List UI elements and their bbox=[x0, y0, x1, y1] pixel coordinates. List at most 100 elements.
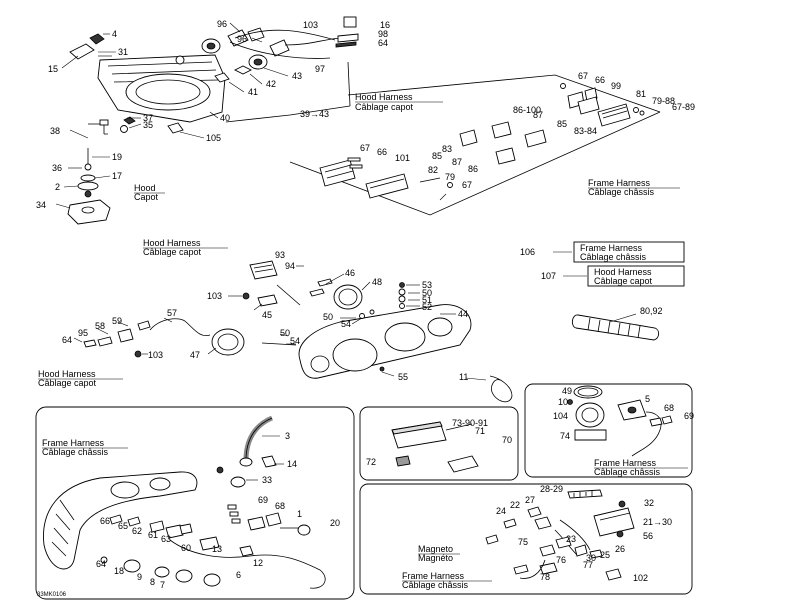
callout: 32 bbox=[644, 498, 654, 508]
callout: 69 bbox=[684, 411, 694, 421]
callout: 83-84 bbox=[574, 126, 597, 136]
callout: 67-89 bbox=[672, 102, 695, 112]
callout: 64 bbox=[378, 38, 388, 48]
label-frame-harness-en-5: Frame Harness bbox=[402, 571, 465, 581]
callout: 46 bbox=[345, 268, 355, 278]
callout: 101 bbox=[395, 153, 410, 163]
callout: 17 bbox=[112, 171, 122, 181]
magneto-parts bbox=[485, 489, 635, 581]
callout: 47 bbox=[190, 350, 200, 360]
callout: 3 bbox=[285, 431, 290, 441]
label-frame-harness-en-3: Frame Harness bbox=[42, 438, 105, 448]
callout: 31 bbox=[118, 47, 128, 57]
callout: 79 bbox=[445, 172, 455, 182]
label-magneto-en: Magneto bbox=[418, 544, 453, 554]
callout: 81 bbox=[636, 89, 646, 99]
callout: 39→43 bbox=[300, 109, 329, 119]
callout: 49 bbox=[562, 386, 572, 396]
frame-harness-panel bbox=[35, 406, 355, 600]
headlight-assembly bbox=[67, 16, 359, 225]
callout: 106 bbox=[520, 247, 535, 257]
callout: 107 bbox=[541, 271, 556, 281]
callout: 79-88 bbox=[652, 96, 675, 106]
callout: 80,92 bbox=[640, 306, 663, 316]
callout: 23 bbox=[566, 534, 576, 544]
callout: 38 bbox=[50, 126, 60, 136]
callout: 15 bbox=[48, 64, 58, 74]
callout: 18 bbox=[114, 566, 124, 576]
callout: 102 bbox=[633, 573, 648, 583]
label-frame-harness-fr: Câblage châssis bbox=[588, 187, 655, 197]
module-panel bbox=[359, 406, 519, 481]
callout: 45 bbox=[262, 310, 272, 320]
callout: 68 bbox=[275, 501, 285, 511]
callout: 24 bbox=[496, 506, 506, 516]
label-hood-harness-fr-3: Câblage capot bbox=[594, 276, 653, 286]
callout: 33 bbox=[262, 475, 272, 485]
callout: 6 bbox=[236, 570, 241, 580]
callout: 19 bbox=[112, 152, 122, 162]
callout: 74 bbox=[560, 431, 570, 441]
label-hood-en: Hood bbox=[134, 183, 156, 193]
callout: 103 bbox=[207, 291, 222, 301]
callout: 67 bbox=[578, 71, 588, 81]
callout: 11 bbox=[459, 372, 468, 382]
leader-lines bbox=[55, 22, 637, 481]
callout: 5 bbox=[645, 394, 650, 404]
callout: 40 bbox=[220, 113, 230, 123]
label-frame-harness-fr-4: Câblage châssis bbox=[594, 467, 661, 477]
callout: 48 bbox=[372, 277, 382, 287]
callout: 98 bbox=[378, 29, 388, 39]
label-hood-harness-fr-4: Câblage capot bbox=[38, 378, 97, 388]
callout: 37 bbox=[143, 113, 153, 123]
callout: 94 bbox=[285, 261, 295, 271]
callout: 85 bbox=[557, 119, 567, 129]
callout: 77 bbox=[583, 560, 593, 570]
callout: 86-100 bbox=[513, 105, 541, 115]
callout: 70 bbox=[502, 435, 512, 445]
callout: 103 bbox=[303, 20, 318, 30]
callout: 57 bbox=[167, 308, 177, 318]
callout: 43 bbox=[292, 71, 302, 81]
callout: 12 bbox=[253, 558, 263, 568]
callout: 78 bbox=[540, 572, 550, 582]
callout: 42 bbox=[266, 79, 276, 89]
figure-code: 33MK0106 bbox=[37, 592, 67, 598]
callout: 28-29 bbox=[540, 484, 563, 494]
callout: 22 bbox=[510, 500, 520, 510]
sensor-panel bbox=[524, 383, 693, 478]
callout: 103 bbox=[148, 350, 163, 360]
callout: 96 bbox=[237, 34, 247, 44]
callout: 13 bbox=[212, 544, 222, 554]
callout: 58 bbox=[95, 321, 105, 331]
callout: 85 bbox=[432, 151, 442, 161]
callout: 86 bbox=[468, 164, 478, 174]
callout: 64 bbox=[96, 559, 106, 569]
callout: 93 bbox=[275, 250, 285, 260]
callout: 64 bbox=[62, 335, 72, 345]
callout: 82 bbox=[428, 165, 438, 175]
label-frame-harness-en: Frame Harness bbox=[588, 178, 651, 188]
label-hood-harness-en-2: Hood Harness bbox=[143, 238, 201, 248]
callout: 68 bbox=[664, 403, 674, 413]
harness-connectors-top bbox=[289, 74, 661, 216]
callout: 73-90-91 bbox=[452, 418, 488, 428]
callout: 36 bbox=[52, 163, 62, 173]
frame-harness-parts bbox=[43, 415, 326, 589]
callout: 54 bbox=[290, 336, 300, 346]
callout: 52 bbox=[422, 302, 432, 312]
callout: 14 bbox=[287, 459, 297, 469]
module-parts bbox=[391, 421, 479, 473]
label-hood-harness-fr-2: Câblage capot bbox=[143, 247, 202, 257]
label-magneto-fr: Magnéto bbox=[418, 553, 453, 563]
callout: 63 bbox=[161, 534, 171, 544]
callout: 95 bbox=[78, 328, 88, 338]
label-frame-harness-en-4: Frame Harness bbox=[594, 458, 657, 468]
callout: 50 bbox=[422, 288, 432, 298]
callout: 72 bbox=[366, 457, 376, 467]
callout: 71 bbox=[475, 426, 485, 436]
callout: 66 bbox=[100, 516, 110, 526]
callout: 41 bbox=[248, 87, 258, 97]
callout: 96 bbox=[217, 19, 227, 29]
label-hood-harness-en-3: Hood Harness bbox=[594, 267, 652, 277]
